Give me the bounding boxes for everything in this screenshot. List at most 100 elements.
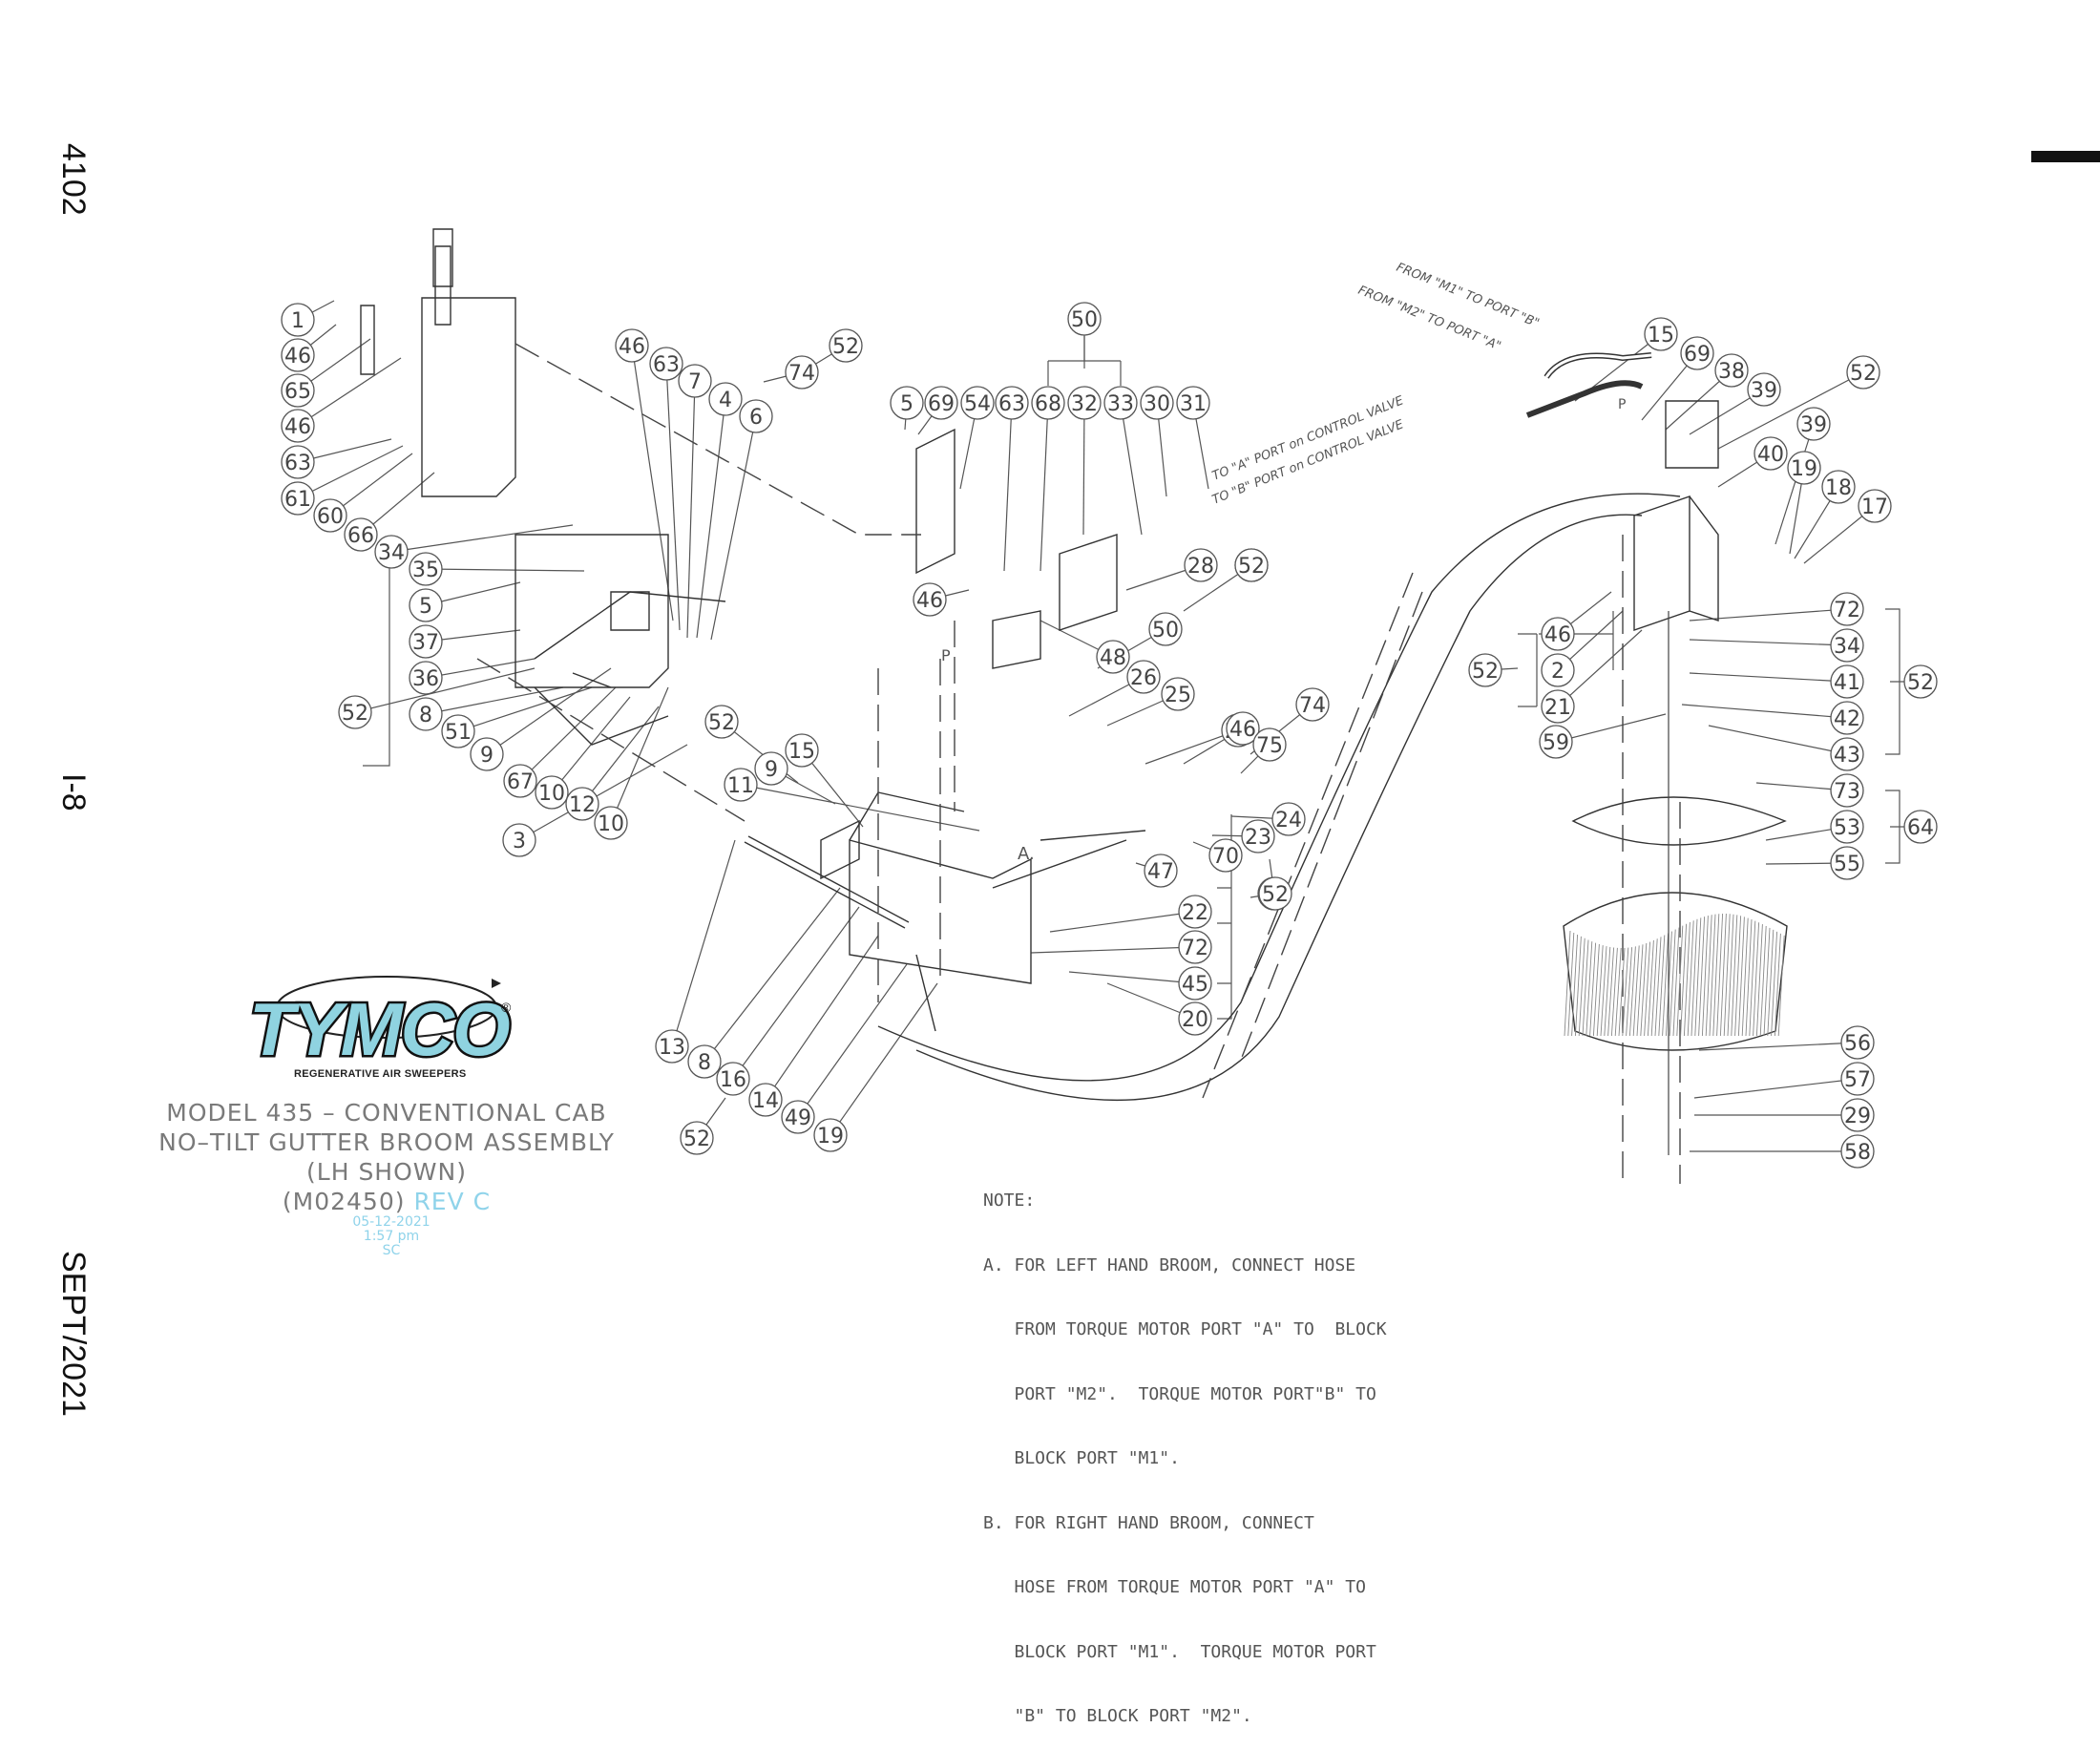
callout-balloon: 52 (1468, 653, 1502, 687)
note-b-4: "B" TO BLOCK PORT "M2". (983, 1706, 1252, 1726)
callout-balloon: 6 (739, 399, 773, 433)
broom-bristle (1628, 946, 1636, 1037)
leader-line (1040, 402, 1049, 572)
part-outline (1665, 400, 1719, 469)
callout-balloon: 26 (1126, 660, 1161, 694)
callout-number: 21 (1544, 696, 1571, 720)
callout-balloon: 46 (1226, 711, 1260, 746)
callout-number: 60 (317, 505, 344, 529)
callout-balloon: 19 (1787, 451, 1821, 485)
broom-bristle (1767, 929, 1774, 1037)
callout-number: 48 (1100, 646, 1126, 670)
callout-balloon: 25 (1161, 677, 1195, 711)
callout-balloon: 72 (1178, 930, 1212, 964)
broom-bristle (1567, 932, 1575, 1037)
logo-swoosh (276, 976, 497, 1039)
broom-bristle (1610, 947, 1618, 1037)
leader-line (1068, 971, 1196, 984)
callout-balloon: 2 (1541, 653, 1575, 687)
leader-line (486, 667, 612, 755)
callout-number: 19 (817, 1125, 844, 1148)
callout-balloon: 34 (1830, 628, 1864, 663)
callout-number: 46 (619, 335, 645, 359)
callout-balloon: 52 (1846, 355, 1880, 390)
broom-bristle (1774, 933, 1781, 1037)
part-outline (1689, 495, 1719, 622)
part-outline (432, 228, 453, 287)
note-b-2: HOSE FROM TORQUE MOTOR PORT "A" TO (983, 1577, 1366, 1597)
callout-balloon: 60 (313, 498, 347, 533)
corner-marker (2031, 151, 2100, 162)
callout-number: 25 (1165, 684, 1191, 707)
callout-balloon: 7 (678, 364, 712, 398)
callout-balloon: 31 (1176, 386, 1210, 420)
broom-bristle (1662, 933, 1670, 1037)
centerline (476, 658, 746, 822)
leader-line (1717, 371, 1864, 450)
broom-bristle (1705, 915, 1712, 1037)
note-heading: NOTE: (983, 1191, 1036, 1211)
hose-line (1544, 352, 1652, 379)
callout-balloon: 43 (1830, 737, 1864, 771)
part-outline (1563, 892, 1788, 1051)
broom-bristle (1755, 924, 1763, 1037)
callout-balloon: 52 (680, 1121, 714, 1155)
leader-line (425, 658, 536, 679)
callout-balloon: 74 (785, 355, 819, 390)
broom-bristle (1564, 930, 1571, 1037)
callout-balloon: 50 (1148, 612, 1183, 646)
callout-balloon: 49 (781, 1100, 815, 1134)
part-outline (1633, 495, 1690, 631)
callout-number: 32 (1071, 392, 1098, 416)
callout-balloon: 52 (1903, 664, 1938, 699)
callout-number: 46 (1229, 718, 1256, 742)
callout-number: 34 (378, 541, 405, 565)
callout-balloon: 5 (409, 588, 443, 622)
callout-balloon: 52 (1234, 548, 1269, 582)
callout-number: 42 (1834, 707, 1860, 731)
callout-number: 52 (1850, 362, 1877, 386)
callout-number: 28 (1187, 555, 1214, 579)
callout-number: 17 (1861, 495, 1888, 519)
callout-number: 52 (342, 702, 368, 726)
callout-number: 35 (412, 558, 439, 582)
callout-balloon: 28 (1184, 548, 1218, 582)
callout-balloon: 66 (344, 517, 378, 552)
broom-bristle (1571, 934, 1579, 1037)
broom-bristle (1771, 931, 1778, 1037)
callout-number: 68 (1035, 392, 1061, 416)
note-ref-a: A. (1018, 844, 1035, 864)
part-outline (877, 493, 1681, 1082)
callout-number: 66 (347, 524, 374, 548)
callout-number: 46 (916, 589, 943, 613)
leader-line (1689, 608, 1848, 622)
callout-number: 8 (698, 1051, 711, 1075)
broom-bristle (1600, 946, 1607, 1037)
broom-bristle (1604, 946, 1611, 1037)
callout-number: 63 (284, 452, 311, 475)
broom-bristle (1658, 935, 1666, 1037)
leader-line (665, 363, 681, 631)
callout-balloon: 46 (913, 582, 947, 617)
callout-number: 41 (1834, 671, 1860, 695)
leader-line (765, 935, 879, 1101)
title-line-2: NO–TILT GUTTER BROOM ASSEMBLY (158, 1128, 615, 1156)
callout-balloon: 34 (374, 535, 409, 569)
callout-balloon: 55 (1830, 846, 1864, 880)
callout-number: 67 (507, 770, 534, 794)
leader-line (1689, 672, 1848, 683)
callout-balloon: 63 (995, 386, 1029, 420)
callout-number: 74 (1299, 694, 1326, 718)
note-b-1: B. FOR RIGHT HAND BROOM, CONNECT (983, 1512, 1314, 1533)
callout-number: 33 (1107, 392, 1134, 416)
part-outline (915, 428, 956, 575)
callout-balloon: 69 (924, 386, 958, 420)
callout-number: 58 (1844, 1141, 1871, 1165)
broom-bristle (1683, 921, 1690, 1037)
callout-number: 12 (569, 793, 596, 817)
callout-balloon: 9 (754, 751, 788, 786)
bracket-line (1885, 608, 1900, 755)
callout-number: 22 (1182, 901, 1208, 925)
broom-bristle (1650, 938, 1658, 1037)
centerline (1202, 572, 1414, 1099)
